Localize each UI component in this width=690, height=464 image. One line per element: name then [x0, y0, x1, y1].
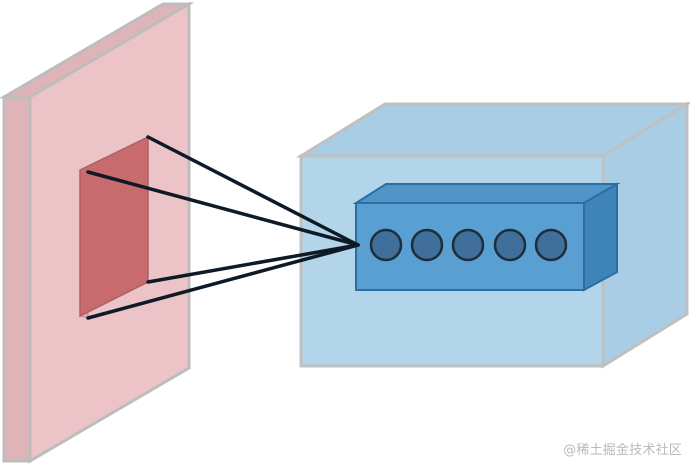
connection-line-bottom-right: [146, 243, 360, 284]
input-plane-side: [2, 95, 32, 463]
neuron-1: [369, 228, 403, 262]
connection-line-top-left: [86, 170, 360, 247]
neuron-4: [493, 228, 527, 262]
connection-line-top-right: [146, 135, 360, 247]
neuron-column-side: [583, 182, 618, 292]
neuron-column-top: [352, 183, 621, 204]
neuron-3: [451, 228, 485, 262]
neuron-5: [534, 228, 568, 262]
connection-lines: [86, 135, 360, 320]
neuron-2: [410, 228, 444, 262]
receptive-field: [79, 135, 149, 319]
connection-line-bottom-left: [86, 243, 360, 320]
watermark: @稀土掘金技术社区: [563, 443, 682, 458]
neuron-column: [352, 182, 621, 292]
